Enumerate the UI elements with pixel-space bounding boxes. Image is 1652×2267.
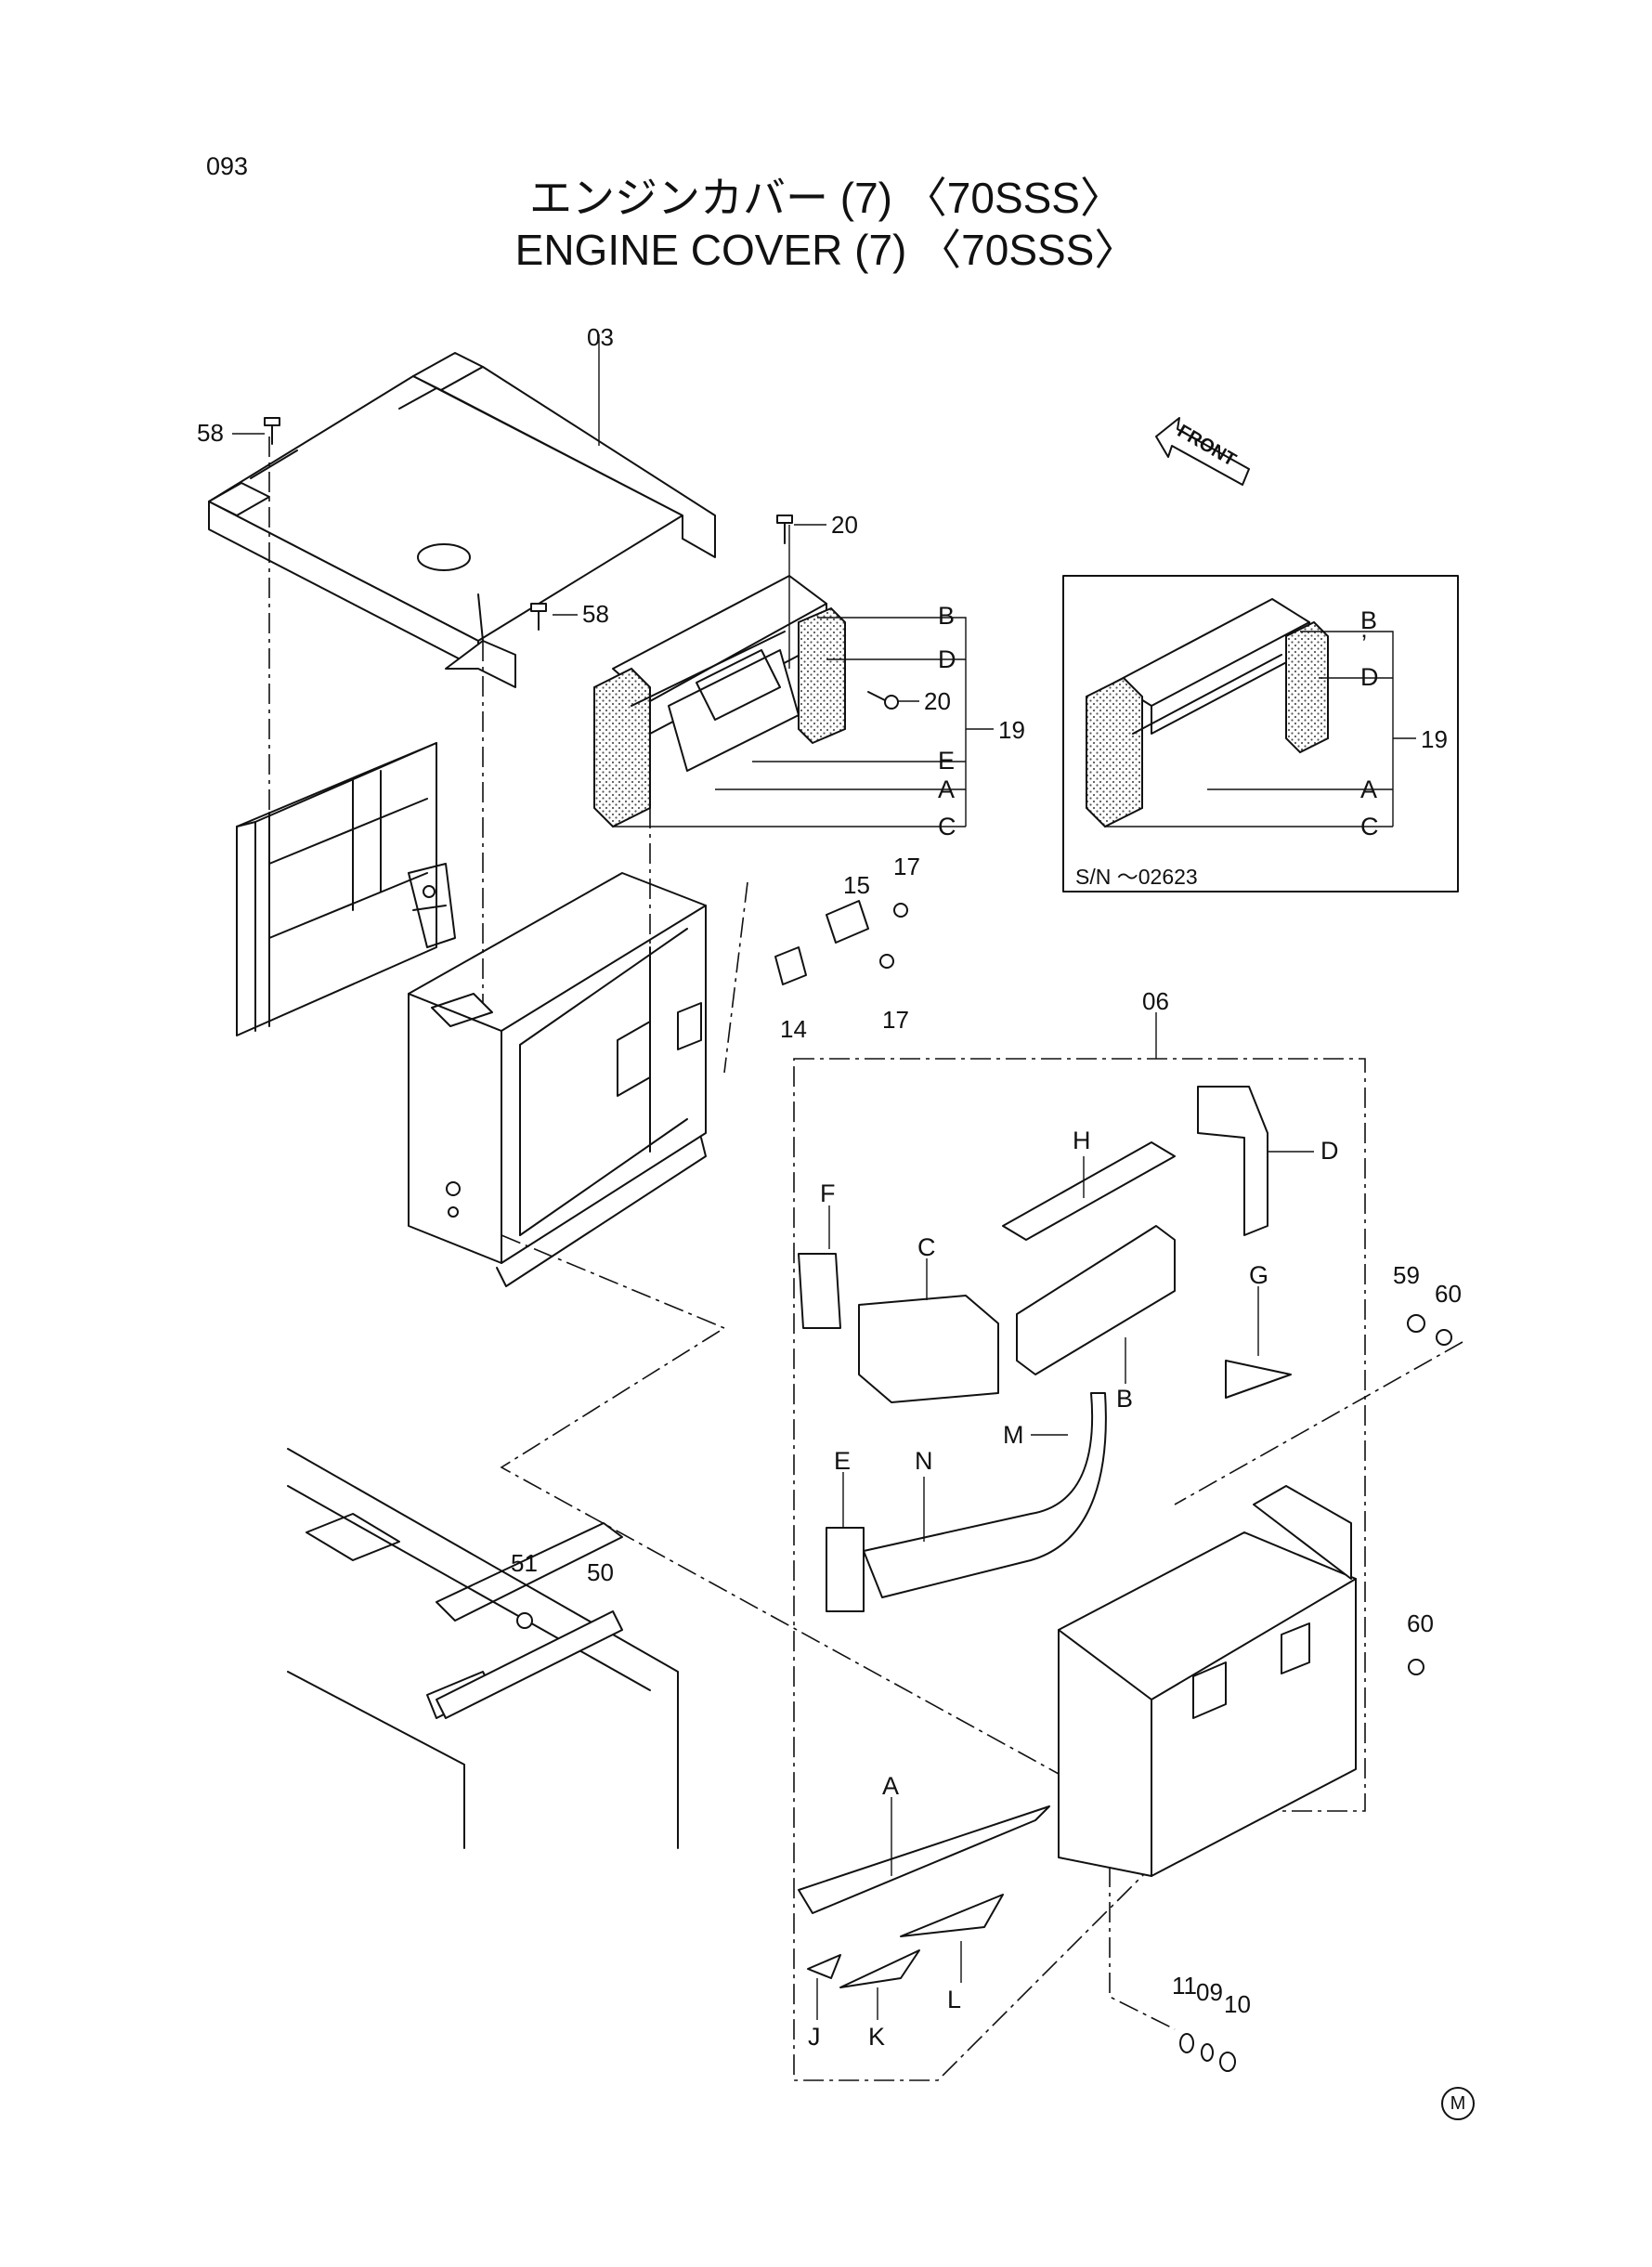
bolt-20-top bbox=[776, 515, 793, 544]
callout-50: 50 bbox=[587, 1558, 614, 1586]
bolt-58-top bbox=[264, 417, 280, 445]
nut-60-lower bbox=[1408, 1659, 1424, 1675]
radiator-frame bbox=[408, 872, 707, 1287]
title-japanese: エンジンカバー (7) 〈70SSS〉 bbox=[529, 174, 1123, 222]
callout-20-side: 20 bbox=[924, 687, 951, 715]
callout-19: 19 bbox=[998, 716, 1025, 744]
label-E-kit: E bbox=[834, 1447, 852, 1475]
circled-m-marker: M bbox=[1441, 2087, 1475, 2120]
label-L: L bbox=[947, 1986, 962, 2013]
label-B-kit: B bbox=[1116, 1385, 1134, 1413]
label-D-inset: D bbox=[1360, 663, 1379, 691]
label-A-inset: A bbox=[1360, 775, 1378, 803]
side-frame bbox=[236, 742, 456, 1036]
bolt-51 bbox=[516, 1612, 533, 1629]
front-arrow bbox=[1155, 417, 1250, 486]
label-D-main: D bbox=[938, 645, 956, 673]
label-prime-inset: ’ bbox=[1361, 630, 1367, 658]
lower-base-frame bbox=[287, 1448, 679, 1849]
assembly-leaders bbox=[268, 436, 1463, 2030]
page-number: 093 bbox=[206, 152, 249, 180]
label-J: J bbox=[808, 2023, 821, 2051]
nut-10 bbox=[1219, 2052, 1236, 2072]
nut-60-upper bbox=[1436, 1329, 1452, 1346]
callout-03: 03 bbox=[587, 323, 614, 351]
washer-09 bbox=[1201, 2043, 1214, 2062]
label-C-kit: C bbox=[917, 1233, 936, 1261]
callout-58-mid: 58 bbox=[582, 600, 609, 628]
callout-58-top: 58 bbox=[197, 419, 224, 447]
inset-variant-box bbox=[1062, 575, 1459, 892]
callout-11: 11 bbox=[1172, 1972, 1197, 2000]
engine-side-cover bbox=[1058, 1485, 1357, 1877]
label-M: M bbox=[1003, 1421, 1024, 1449]
bolt-58-mid bbox=[530, 603, 547, 631]
callout-17-lower: 17 bbox=[882, 1006, 909, 1034]
bolt-20-side bbox=[867, 691, 899, 710]
label-B-main: B bbox=[938, 602, 956, 630]
callout-19-inset: 19 bbox=[1421, 725, 1448, 753]
upper-foam-assembly bbox=[593, 575, 846, 828]
label-G: G bbox=[1249, 1261, 1269, 1289]
callout-60-upper: 60 bbox=[1435, 1280, 1462, 1308]
hinge-parts bbox=[774, 900, 908, 985]
washer-11 bbox=[1179, 2033, 1194, 2053]
label-C-main: C bbox=[938, 813, 956, 840]
label-A-kit: A bbox=[882, 1772, 900, 1800]
label-H: H bbox=[1073, 1127, 1091, 1154]
label-A-main: A bbox=[938, 775, 956, 803]
callout-14: 14 bbox=[780, 1015, 807, 1043]
callout-51: 51 bbox=[511, 1549, 538, 1577]
bracket-50 bbox=[436, 1610, 623, 1719]
top-cover-panel bbox=[208, 352, 716, 688]
callout-15: 15 bbox=[843, 871, 870, 899]
label-N: N bbox=[915, 1447, 933, 1475]
bolt-59 bbox=[1407, 1314, 1425, 1333]
title-english: ENGINE COVER (7) 〈70SSS〉 bbox=[514, 226, 1138, 274]
label-F: F bbox=[820, 1179, 836, 1207]
label-K: K bbox=[868, 2023, 886, 2051]
callout-59: 59 bbox=[1393, 1261, 1420, 1289]
label-C-inset: C bbox=[1360, 813, 1379, 840]
label-D-kit: D bbox=[1320, 1137, 1339, 1165]
callout-10: 10 bbox=[1224, 1990, 1251, 2018]
callout-20-top: 20 bbox=[831, 511, 858, 539]
foam-kit-pieces bbox=[793, 1058, 1366, 2081]
callout-06: 06 bbox=[1142, 987, 1169, 1015]
label-E-main: E bbox=[938, 747, 956, 775]
callout-60-lower: 60 bbox=[1407, 1609, 1434, 1637]
callout-leaders bbox=[232, 334, 1416, 2020]
callout-17-upper: 17 bbox=[893, 853, 920, 880]
serial-number-note: S/N ～02623 bbox=[1075, 865, 1198, 889]
callout-09: 09 bbox=[1196, 1978, 1223, 2006]
label-B-inset: B bbox=[1360, 606, 1378, 634]
